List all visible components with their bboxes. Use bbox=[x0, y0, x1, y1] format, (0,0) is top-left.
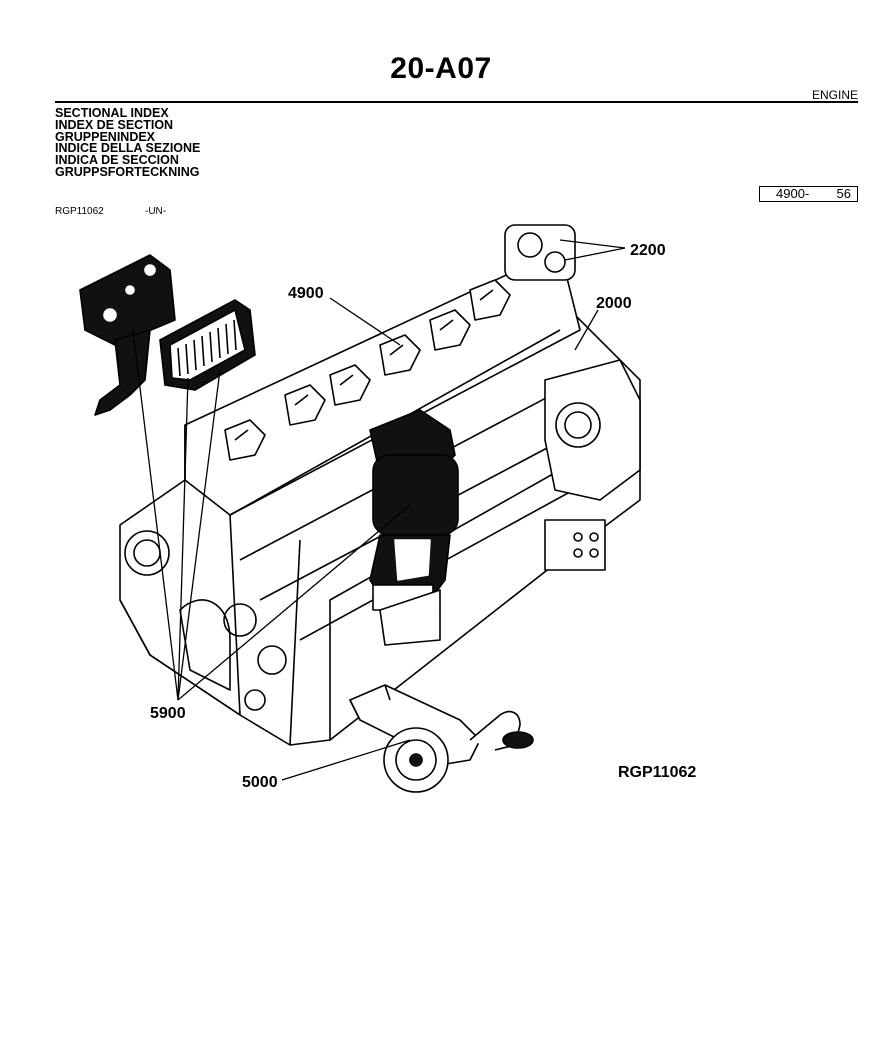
page-ref-sequence: 56 bbox=[836, 186, 851, 201]
page-title: 20-A07 bbox=[390, 52, 492, 85]
callout-label: 2000 bbox=[596, 295, 632, 312]
callout-label: 2200 bbox=[630, 242, 666, 259]
oil-pump bbox=[349, 684, 534, 793]
index-title: GRUPPSFORTECKNING bbox=[55, 164, 200, 179]
drawing-suffix: -UN- bbox=[145, 206, 167, 217]
oil-cooler-core bbox=[159, 299, 256, 391]
oil-filter bbox=[369, 409, 459, 646]
callout-label: 5000 bbox=[242, 774, 278, 791]
header-rule bbox=[55, 101, 858, 103]
index-title: INDEX DE SECTION bbox=[55, 117, 174, 132]
callout-label: 4900 bbox=[288, 285, 324, 302]
index-title-list: SECTIONAL INDEX INDEX DE SECTION GRUPPEN… bbox=[55, 106, 201, 179]
section-label: ENGINE bbox=[811, 88, 858, 102]
illustration-id-label: RGP11062 bbox=[618, 764, 696, 781]
flywheel-housing bbox=[544, 359, 641, 571]
leader-lines bbox=[132, 239, 626, 781]
index-title: SECTIONAL INDEX bbox=[55, 106, 169, 120]
index-title: INDICE DELLA SEZIONE bbox=[55, 141, 201, 156]
cylinder-head bbox=[224, 224, 576, 461]
callout-label: 5900 bbox=[150, 705, 186, 722]
drawing-code: RGP11062 bbox=[55, 206, 104, 217]
page-reference-box: 4900- 56 bbox=[759, 186, 858, 202]
index-title: GRUPPENINDEX bbox=[55, 129, 156, 144]
oil-cooler-cover bbox=[79, 254, 176, 416]
page-ref-number: 4900- bbox=[776, 186, 810, 201]
index-title: INDICA DE SECCION bbox=[55, 153, 179, 168]
